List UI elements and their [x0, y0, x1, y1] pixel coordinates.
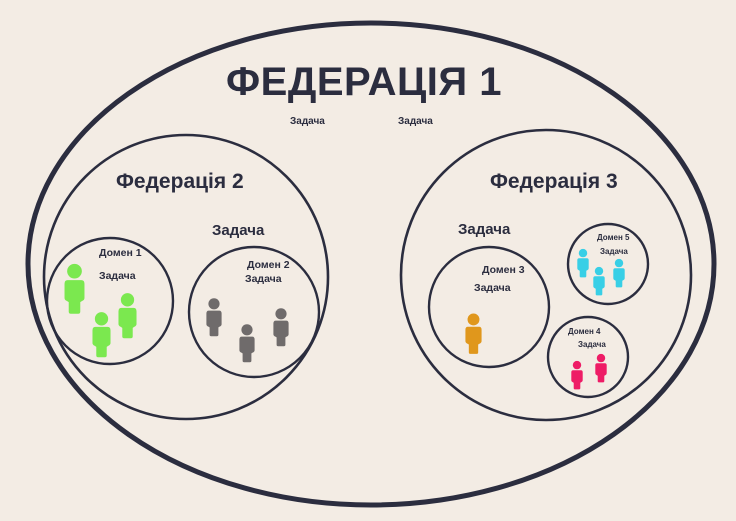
person-icon	[577, 248, 589, 278]
federation-1-title: ФЕДЕРАЦІЯ 1	[226, 60, 502, 104]
person-icon	[465, 313, 482, 354]
federation-2-task: Задача	[212, 222, 265, 239]
federation-1-boundary	[25, 20, 717, 508]
person-icon	[92, 312, 111, 358]
domain-5-label: Домен 5	[597, 233, 630, 242]
domain-5-boundary	[566, 222, 650, 306]
domain-4-people	[571, 353, 607, 390]
domain-1-boundary	[45, 236, 175, 366]
person-icon	[593, 266, 605, 296]
person-icon	[239, 324, 255, 363]
domain-4-boundary	[546, 315, 630, 399]
domain-3-boundary	[427, 245, 551, 369]
person-icon	[571, 360, 583, 390]
domain-5-task: Задача	[600, 247, 628, 256]
federation-1-task-1: Задача	[290, 116, 325, 127]
person-icon	[64, 263, 85, 314]
federation-1-task-2: Задача	[398, 116, 433, 127]
domain-2-people	[206, 298, 289, 363]
domain-2-task: Задача	[245, 273, 282, 285]
person-icon	[118, 293, 137, 339]
person-icon	[613, 258, 625, 288]
domain-1-label: Домен 1	[99, 247, 142, 259]
federation-3-title: Федерація 3	[490, 170, 618, 193]
domain-2-label: Домен 2	[247, 259, 290, 271]
federation-2-boundary	[42, 133, 330, 421]
federation-2-title: Федерація 2	[116, 170, 244, 193]
domain-3-label: Домен 3	[482, 264, 525, 276]
domain-3-people	[465, 313, 482, 354]
domain-3-task: Задача	[474, 282, 511, 294]
domain-1-task: Задача	[99, 270, 136, 282]
domain-4-label: Домен 4	[568, 327, 601, 336]
person-icon	[206, 298, 222, 337]
person-icon	[595, 353, 607, 383]
domain-2-boundary	[187, 245, 321, 379]
federation-3-task: Задача	[458, 221, 511, 238]
domain-4-task: Задача	[578, 340, 606, 349]
federation-3-boundary	[399, 128, 693, 422]
person-icon	[273, 308, 289, 347]
